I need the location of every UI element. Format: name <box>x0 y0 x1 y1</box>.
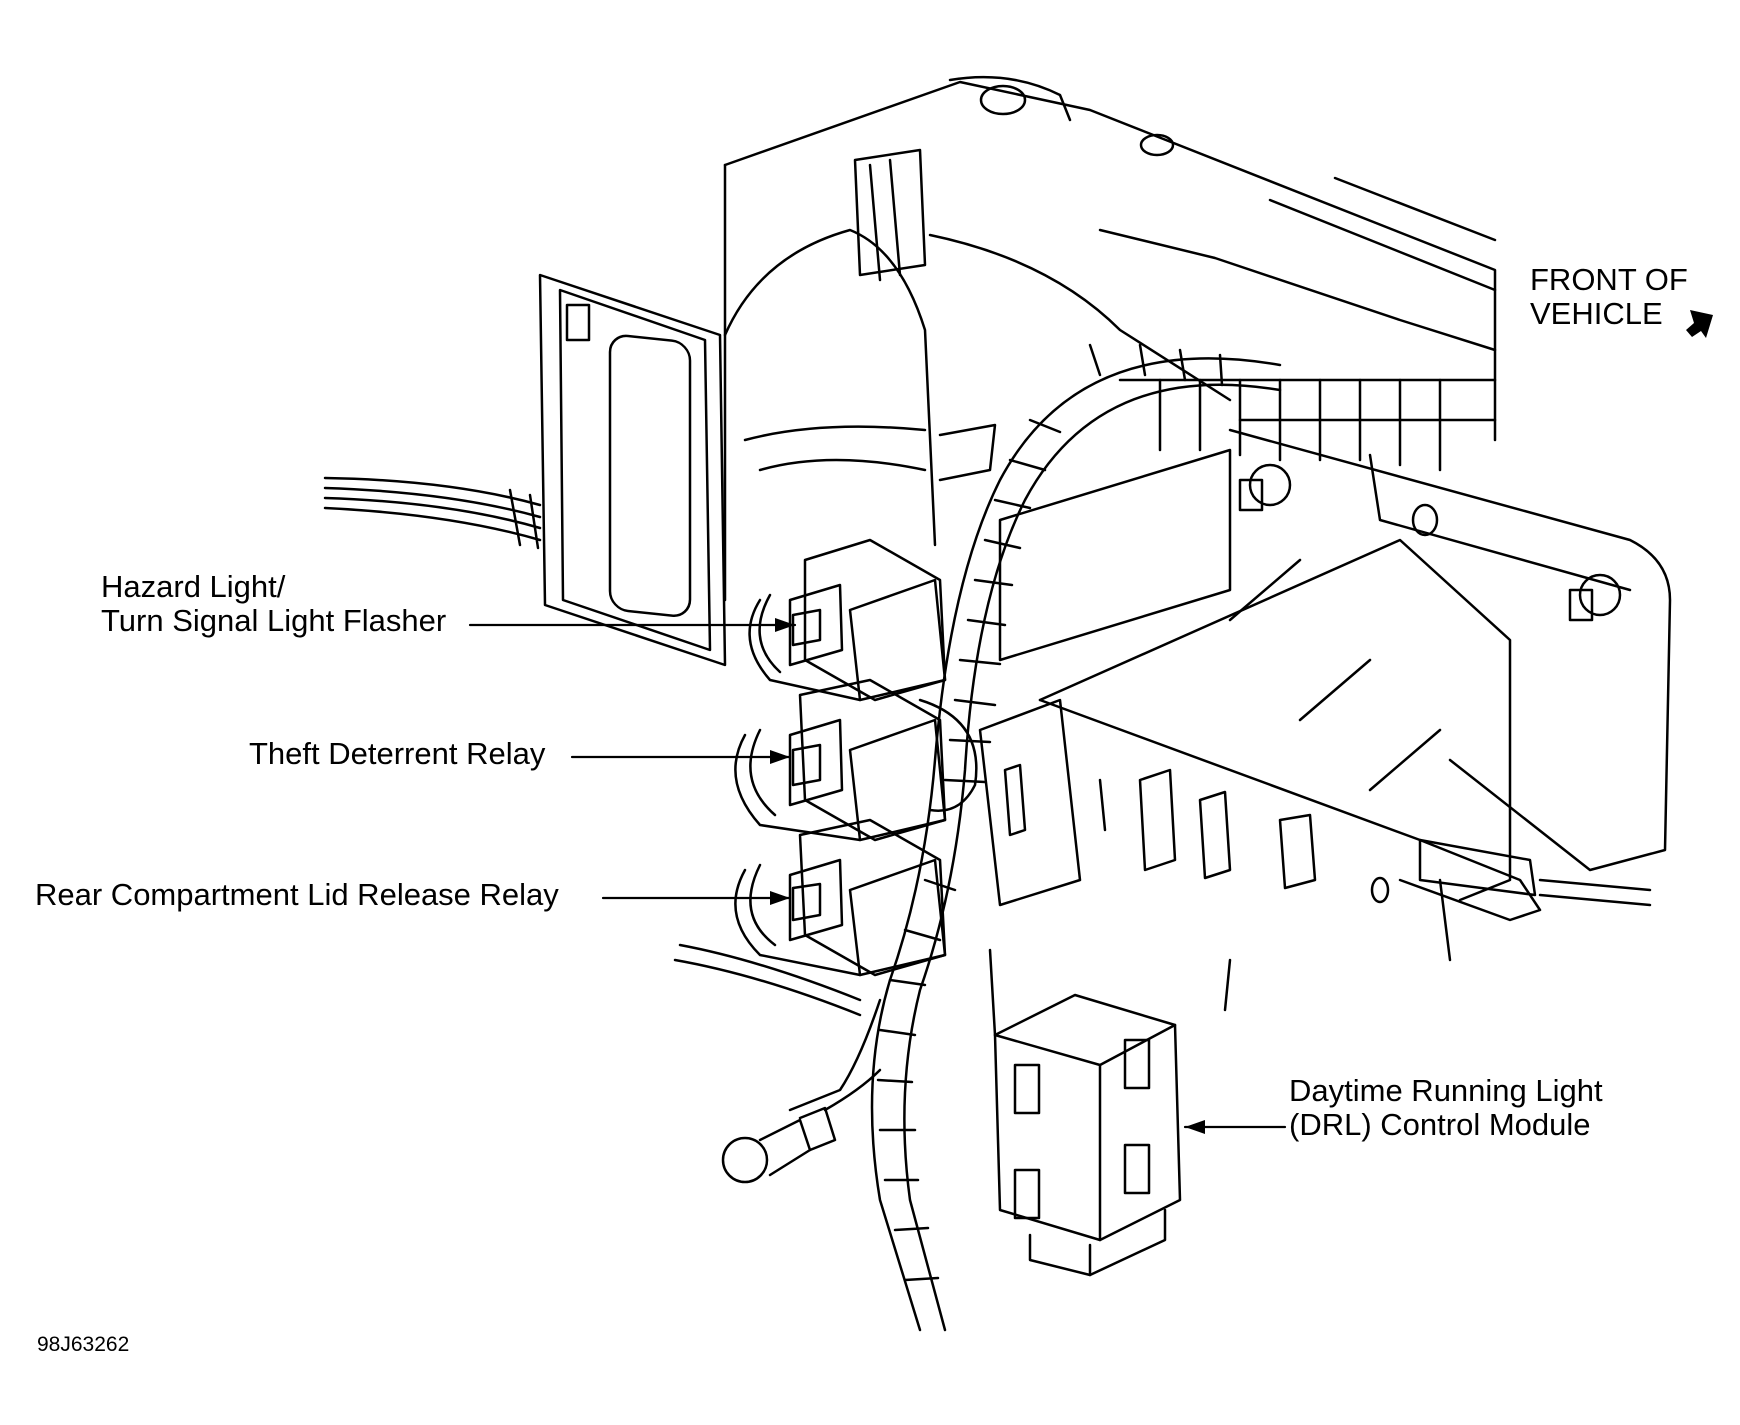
drl-module-label: Daytime Running Light (DRL) Control Modu… <box>1289 1074 1603 1142</box>
rear-compartment-label-line1: Rear Compartment Lid Release Relay <box>35 877 559 912</box>
leader-arrowheads <box>770 618 1205 1134</box>
figure-code: 98J63262 <box>37 1333 130 1356</box>
front-of-line: FRONT OF <box>1530 262 1688 297</box>
drl-module-label-line2: (DRL) Control Module <box>1289 1107 1591 1142</box>
drl-control-module <box>988 948 1232 1277</box>
mounting-bracket <box>978 428 1672 962</box>
bulb-socket <box>721 1068 882 1184</box>
front-of-vehicle-label: FRONT OF VEHICLE <box>1530 263 1688 331</box>
theft-deterrent-label-line1: Theft Deterrent Relay <box>249 736 546 771</box>
relay-center-housing <box>538 148 997 667</box>
front-arrow-icon <box>1686 310 1713 338</box>
left-wire-harness <box>323 476 542 550</box>
rear-compartment-label: Rear Compartment Lid Release Relay <box>35 878 559 912</box>
leader-lines <box>468 623 1287 1129</box>
theft-deterrent-relay <box>734 678 978 842</box>
drl-module-label-line1: Daytime Running Light <box>1289 1073 1603 1108</box>
hazard-flasher-label: Hazard Light/ Turn Signal Light Flasher <box>101 570 446 638</box>
theft-deterrent-label: Theft Deterrent Relay <box>249 737 545 771</box>
main-wire-bundle <box>673 343 1282 1332</box>
vehicle-line: VEHICLE <box>1530 296 1663 331</box>
hazard-flasher-label-line2: Turn Signal Light Flasher <box>101 603 447 638</box>
hazard-flasher-label-line1: Hazard Light/ <box>101 569 286 604</box>
rear-compartment-relay <box>734 818 947 977</box>
body-panel <box>723 75 1497 602</box>
